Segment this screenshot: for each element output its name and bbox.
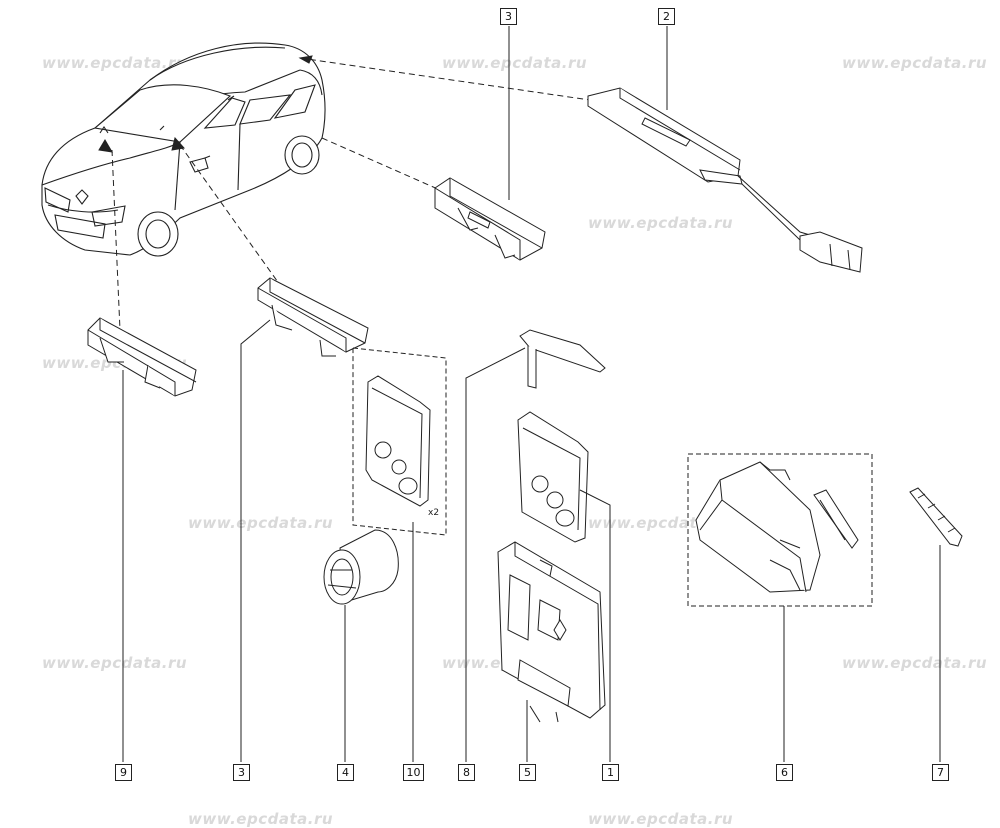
antenna-part-2: [587, 87, 863, 273]
arrow-marker: [98, 139, 113, 153]
callout-9: 9: [115, 764, 132, 781]
arrow-marker: [171, 136, 185, 151]
callout-leaders: [122, 26, 941, 762]
antenna-part-3-lower: [257, 277, 369, 357]
callout-10: 10: [403, 764, 424, 781]
card-part-1: [517, 411, 589, 543]
key-blade-part-8: [519, 329, 606, 389]
arrow-marker: [298, 55, 313, 64]
callout-1: 1: [602, 764, 619, 781]
callout-8: 8: [458, 764, 475, 781]
quantity-note: x2: [428, 508, 440, 518]
lock-cylinder-part-4: [323, 529, 399, 605]
card-set-part-10: [352, 347, 447, 536]
screw-part-7: [909, 487, 963, 547]
control-unit-part-5: [497, 541, 606, 723]
ignition-switch-part-6: [687, 453, 873, 607]
callout-6: 6: [776, 764, 793, 781]
callout-3-top: 3: [500, 8, 517, 25]
antenna-part-3-upper: [434, 177, 546, 261]
callout-5: 5: [519, 764, 536, 781]
callout-7: 7: [932, 764, 949, 781]
callout-2-top: 2: [658, 8, 675, 25]
callout-4: 4: [337, 764, 354, 781]
dashed-leaders: [111, 57, 591, 331]
bracket-part-9: [87, 317, 197, 397]
callout-3: 3: [233, 764, 250, 781]
